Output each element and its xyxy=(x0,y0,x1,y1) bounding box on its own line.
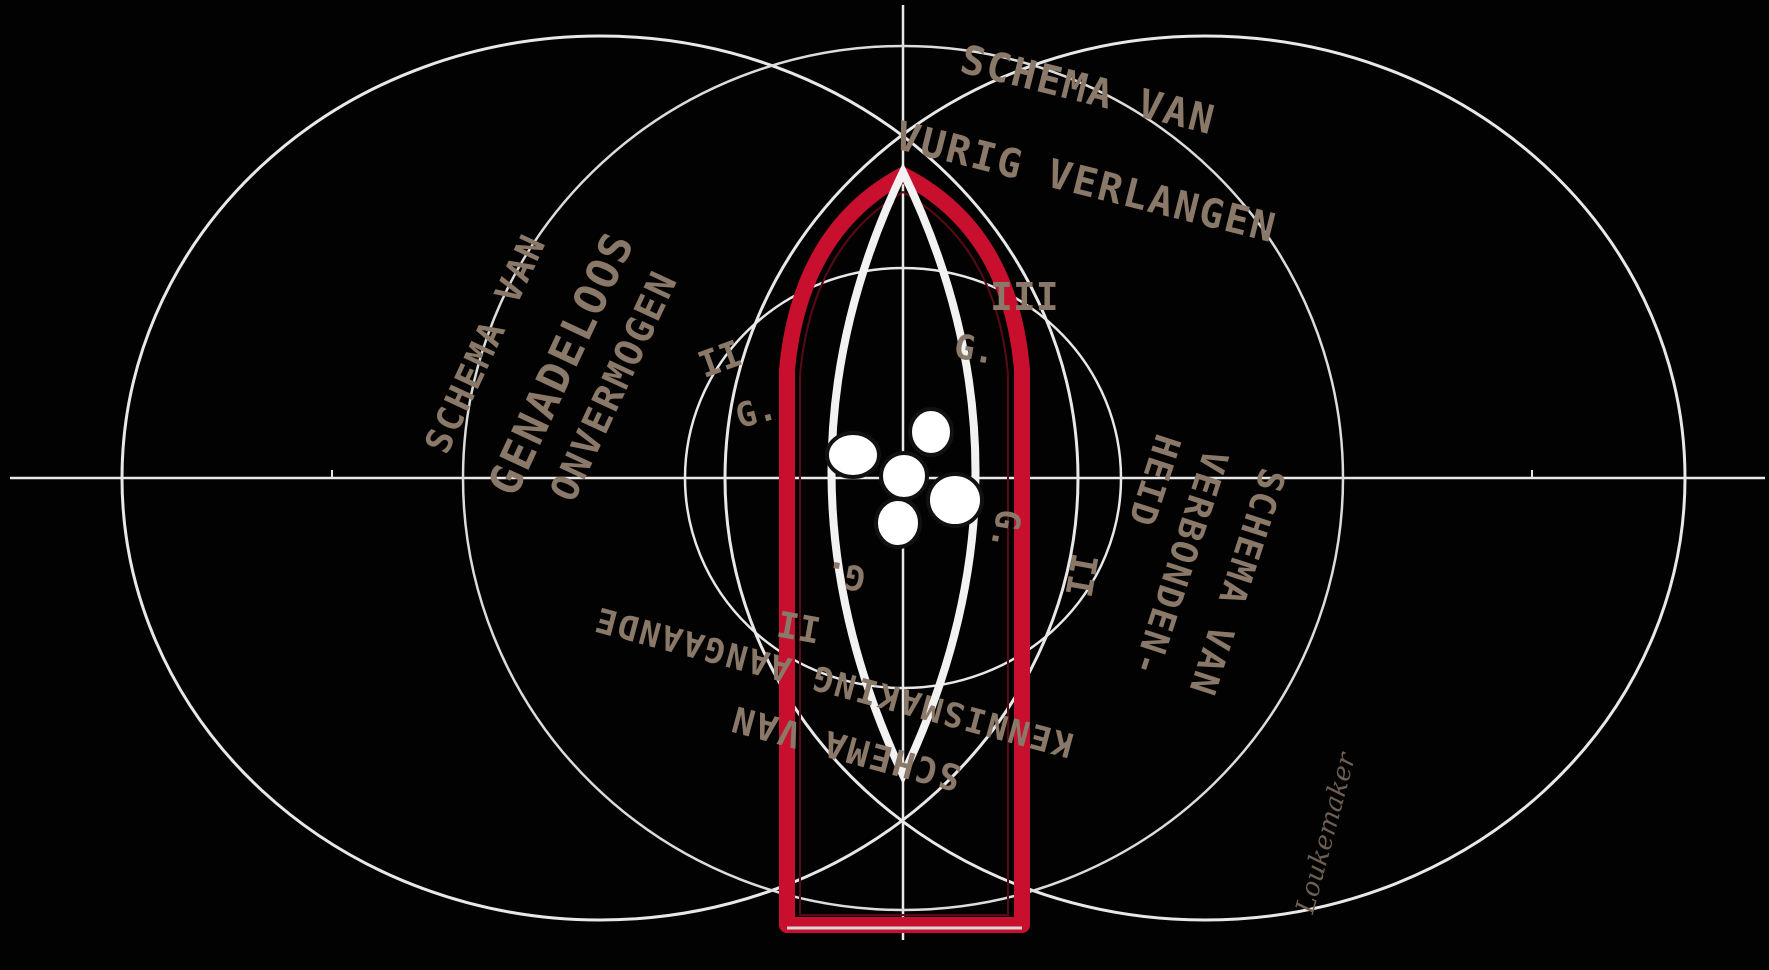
label-top-right-line1: SCHEMA VAN xyxy=(956,37,1220,145)
g-marker-top: G. xyxy=(951,327,998,374)
numeral-right: II xyxy=(1057,550,1105,600)
label-left: SCHEMA VAN GENADELOOS ONVERMOGEN xyxy=(413,193,693,526)
numeral-left: II xyxy=(693,333,748,386)
seed-bottom xyxy=(876,499,920,547)
artist-signature: Loukemaker xyxy=(1290,748,1362,917)
seed-right xyxy=(928,474,982,526)
g-marker-right: G. xyxy=(982,506,1029,553)
flower-of-seeds xyxy=(827,409,982,547)
g-marker-left: G. xyxy=(731,388,781,437)
numeral-top: III xyxy=(990,275,1059,319)
label-bottom: SCHEMA VAN KENNISMAKING AANGAANDE xyxy=(574,598,1078,824)
numeral-bottom: II xyxy=(774,601,824,649)
seed-left xyxy=(827,433,879,477)
g-marker-bottom: G. xyxy=(822,552,869,599)
seed-top xyxy=(910,409,952,455)
label-right: SCHEMA VAN VERBONDEN- HEID xyxy=(1075,429,1292,701)
seed-center xyxy=(881,453,927,499)
